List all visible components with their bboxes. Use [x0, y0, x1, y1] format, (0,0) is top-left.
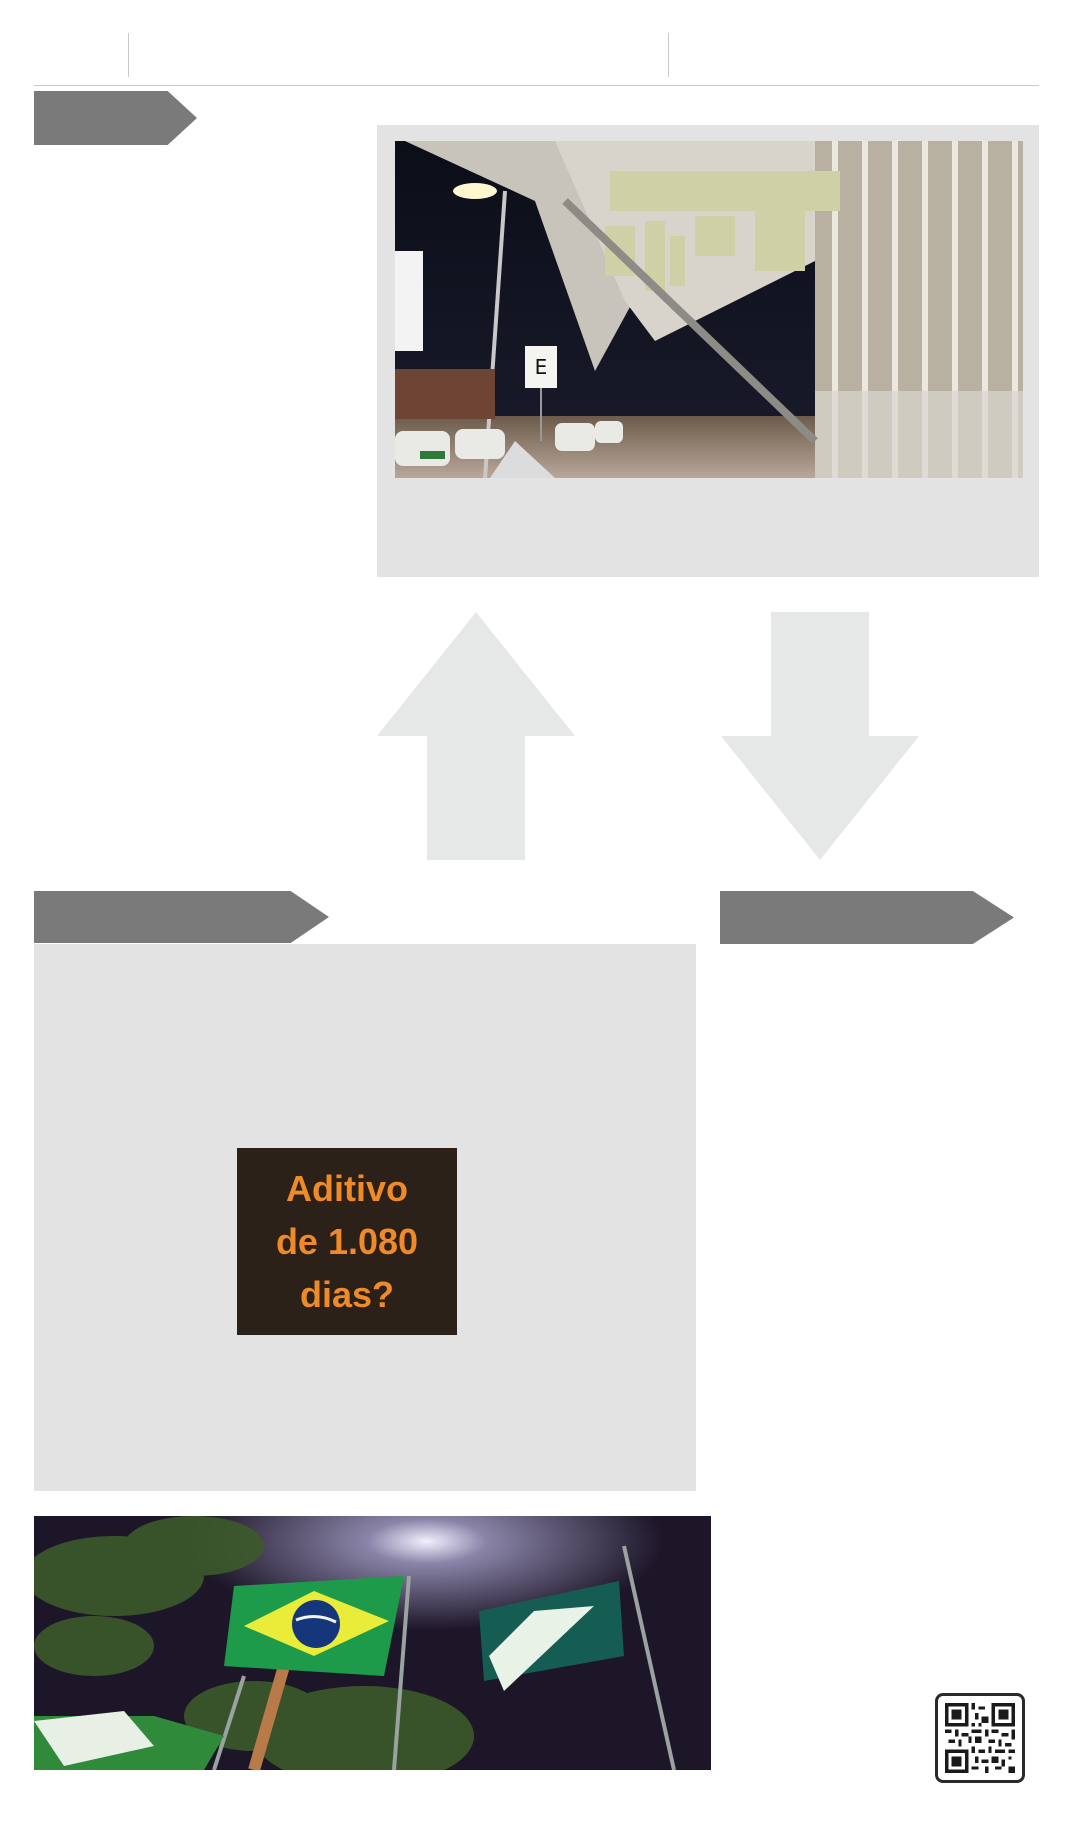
header-divider-left: [128, 33, 129, 77]
bottom-photo: [34, 1516, 711, 1770]
brazilian-flags-photo: [34, 1516, 711, 1770]
highlight-text: Aditivo de 1.080 dias?: [275, 1168, 419, 1315]
qr-code-icon[interactable]: [935, 1693, 1025, 1783]
up-arrow-icon: [377, 612, 575, 860]
top-photo: E: [395, 141, 1023, 478]
header-divider-right: [668, 33, 669, 77]
airport-canopy-photo: E: [395, 141, 1023, 478]
section-tag-left: [34, 891, 329, 943]
highlight-box: Aditivo de 1.080 dias?: [237, 1148, 457, 1335]
section-tag-top: [34, 91, 197, 145]
svg-text:E: E: [535, 355, 548, 379]
section-tag-right: [720, 891, 1014, 944]
header-rule: [34, 85, 1039, 86]
down-arrow-icon: [721, 612, 919, 860]
